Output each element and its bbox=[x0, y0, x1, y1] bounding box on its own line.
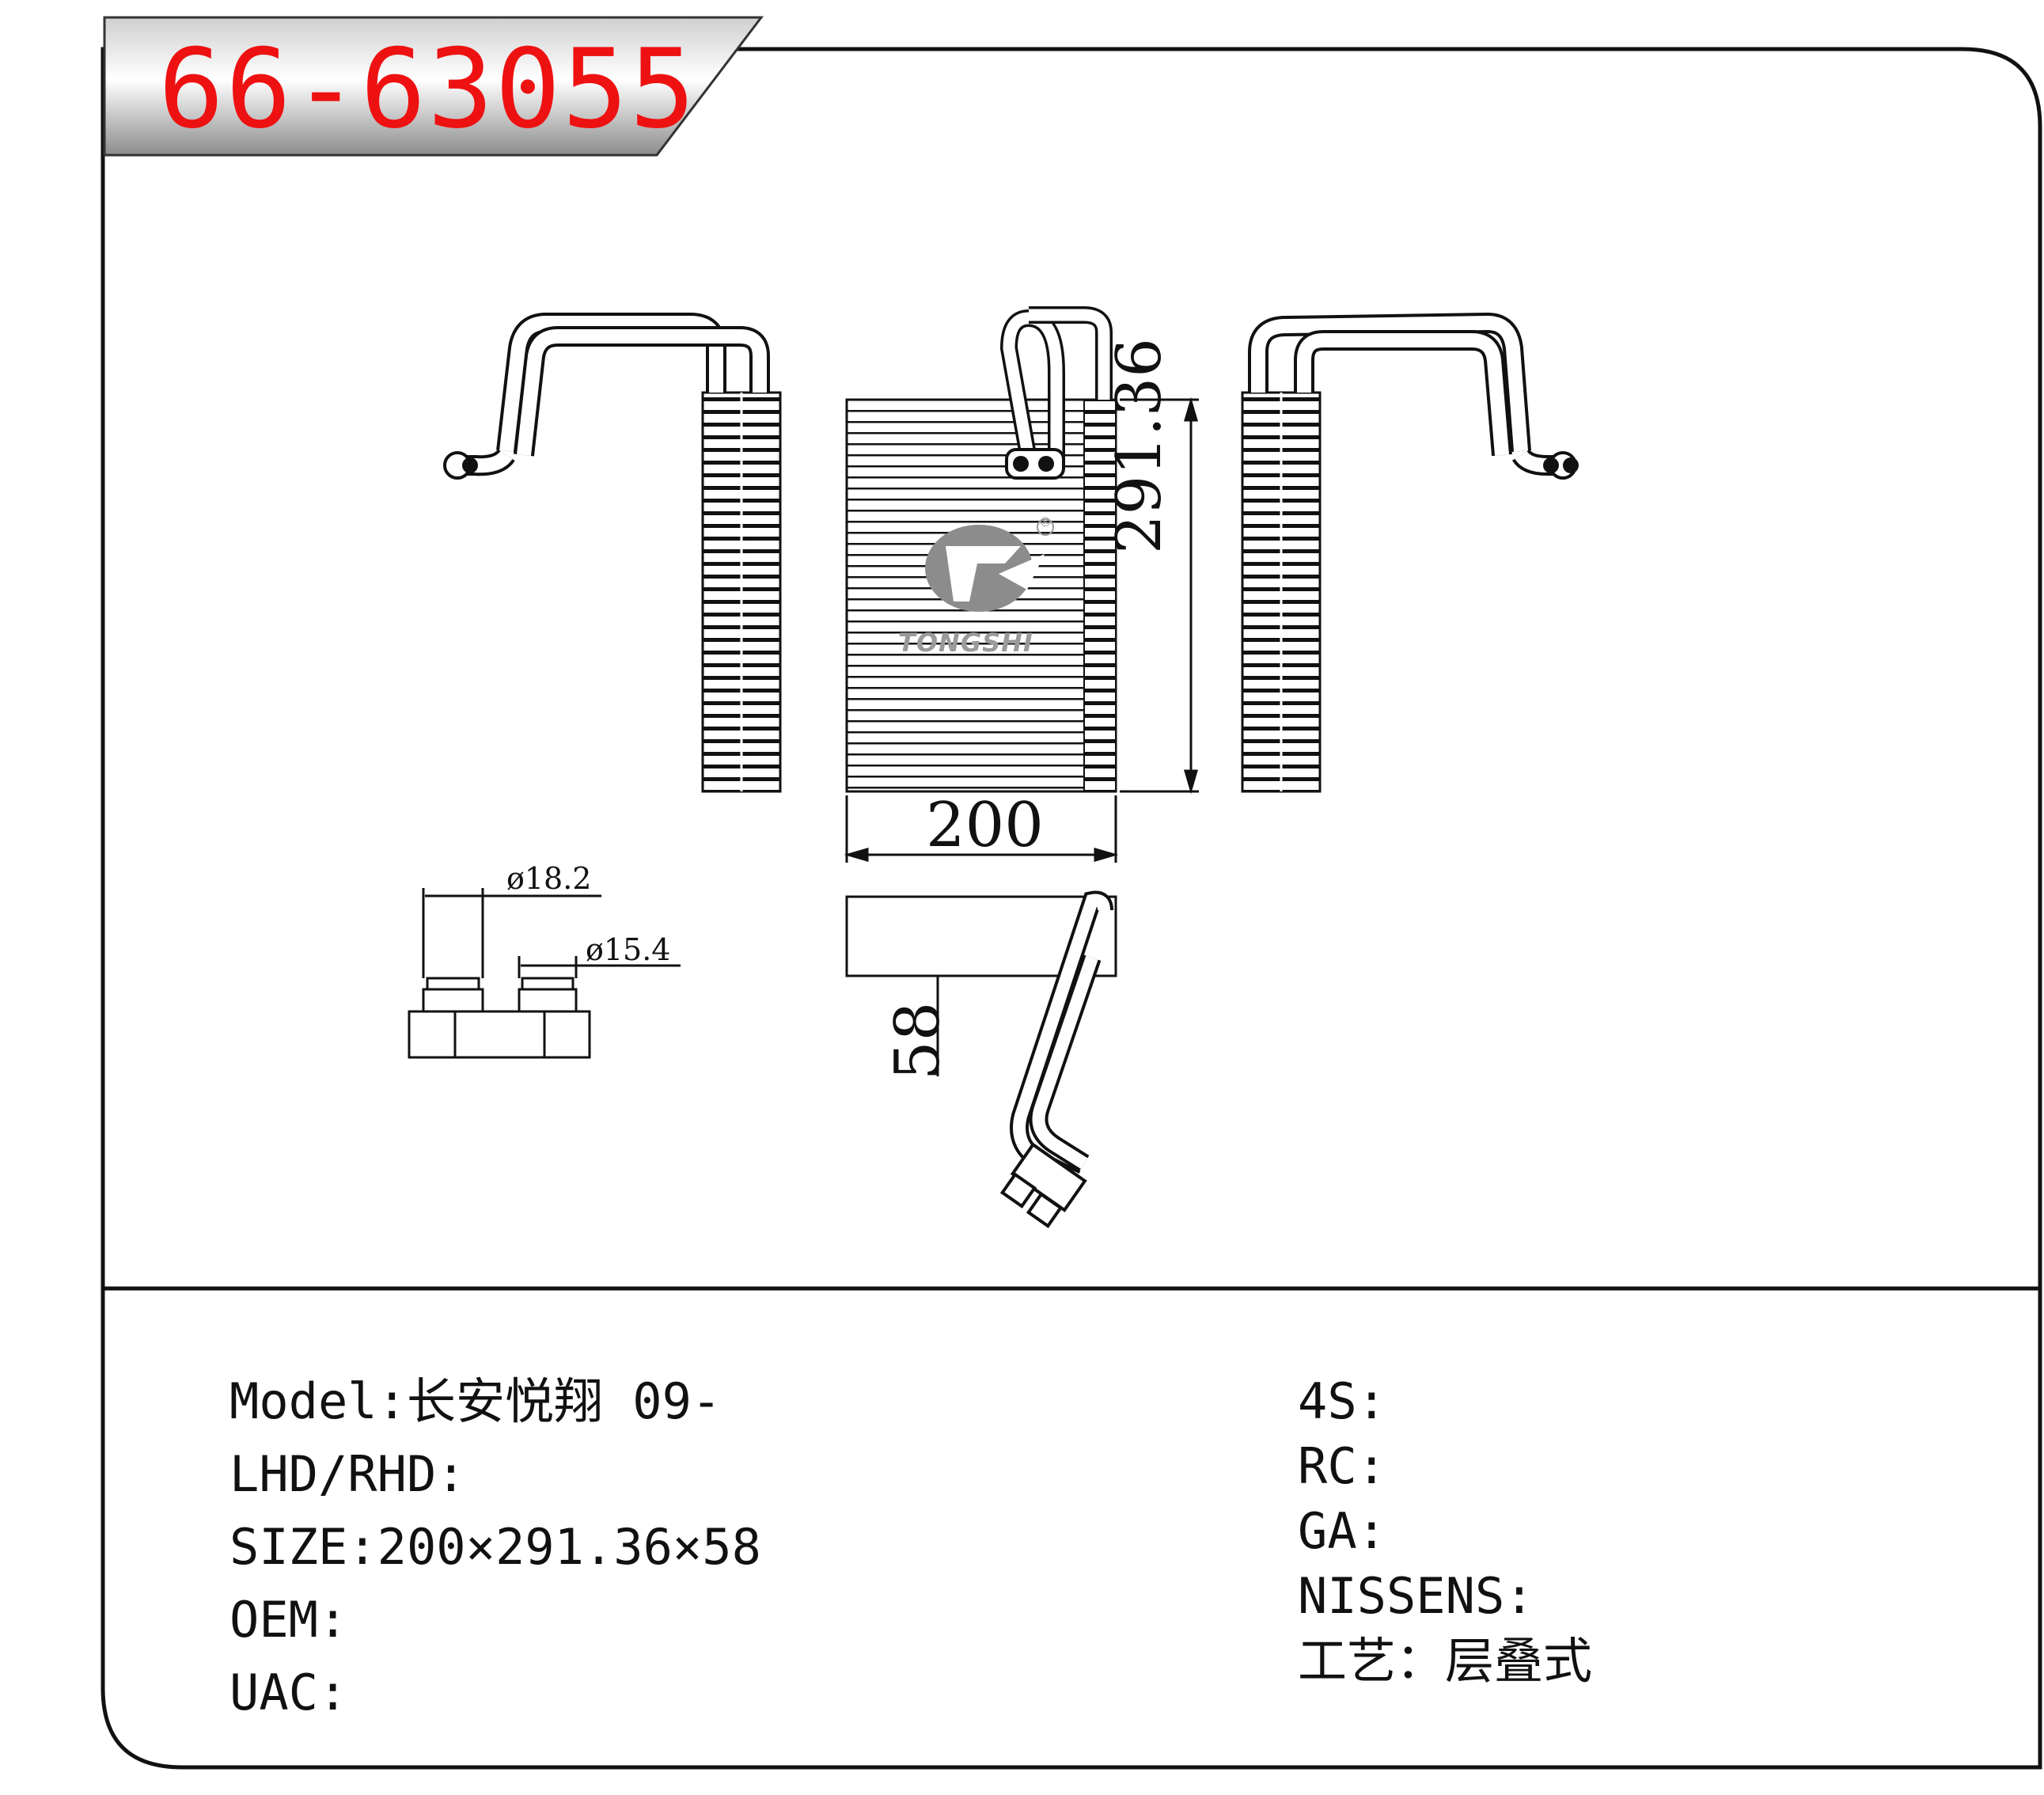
spec-model: Model:长安悦翔 09- bbox=[229, 1372, 722, 1430]
registered-mark: ® bbox=[1039, 514, 1052, 529]
page-frame bbox=[100, 47, 2042, 1770]
spec-lhd-rhd: LHD/RHD: bbox=[229, 1445, 466, 1503]
front-view-core bbox=[845, 306, 1117, 793]
spec-size: SIZE:200×291.36×58 bbox=[229, 1518, 761, 1576]
spec-ga: GA: bbox=[1298, 1502, 1386, 1560]
specs-right: 4S: RC: GA: NISSENS: 工艺：层叠式 bbox=[1298, 1365, 1592, 1690]
spec-nissens: NISSENS: bbox=[1298, 1567, 1534, 1625]
part-number: 66-63055 bbox=[158, 25, 697, 153]
header-tab bbox=[103, 16, 764, 157]
pipe-diameter-1: ø18.2 bbox=[506, 861, 592, 896]
pipe-diameter-2: ø15.4 bbox=[586, 932, 671, 967]
spec-rc: RC: bbox=[1298, 1437, 1386, 1495]
spec-process: 工艺：层叠式 bbox=[1298, 1632, 1593, 1690]
dimension-lines bbox=[844, 397, 1199, 1076]
top-view bbox=[845, 890, 1117, 1228]
side-view-right bbox=[1241, 312, 1579, 793]
depth-dimension: 58 bbox=[882, 1001, 954, 1080]
height-dimension: 291.36 bbox=[1104, 338, 1175, 554]
spec-4s: 4S: bbox=[1298, 1372, 1386, 1430]
side-view-left bbox=[443, 313, 782, 793]
width-dimension: 200 bbox=[926, 790, 1044, 861]
specs-left: Model:长安悦翔 09- LHD/RHD: SIZE:200×291.36×… bbox=[229, 1365, 761, 1729]
spec-uac: UAC: bbox=[229, 1664, 348, 1721]
spec-oem: OEM: bbox=[229, 1591, 348, 1649]
brand-logo-text: TONGSHI bbox=[898, 628, 1033, 658]
fitting-view bbox=[408, 888, 681, 1059]
